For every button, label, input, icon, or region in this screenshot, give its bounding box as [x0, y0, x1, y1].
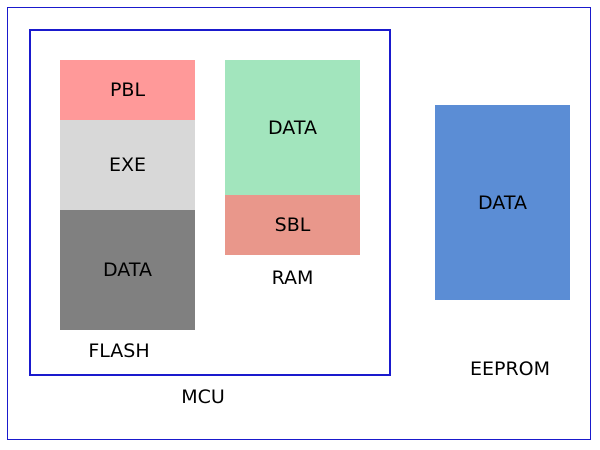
eeprom-data-label: DATA: [478, 191, 527, 214]
ram-title: RAM: [271, 267, 314, 289]
flash-title: FLASH: [88, 340, 150, 362]
flash-data-label: DATA: [103, 259, 152, 281]
flash-exe-label: EXE: [108, 154, 147, 176]
flash-data-block: DATA: [60, 210, 195, 330]
ram-data-block: DATA: [225, 60, 360, 195]
ram-data-label: DATA: [268, 116, 317, 139]
ram-sbl-block: SBL: [225, 195, 360, 255]
mcu-title: MCU: [181, 386, 225, 408]
eeprom-data-block: DATA: [435, 105, 570, 300]
flash-exe-block: EXE: [60, 120, 195, 210]
eeprom-title: EEPROM: [469, 358, 551, 380]
flash-pbl-block: PBL: [60, 60, 195, 120]
mcu-frame: [29, 29, 391, 376]
ram-sbl-label: SBL: [274, 214, 311, 236]
system-frame: [7, 7, 591, 440]
flash-pbl-label: PBL: [109, 79, 146, 101]
